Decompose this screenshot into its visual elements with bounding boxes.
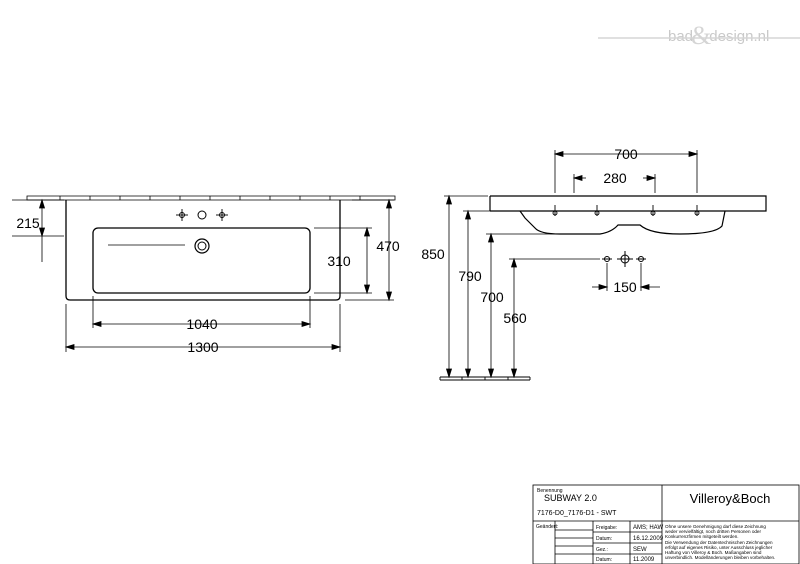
tb-brand: Villeroy&Boch [690,491,771,506]
watermark-right: design.nl [709,28,770,45]
plan-outline [65,200,341,301]
tb-notice: Ohne unsere Genehmigung darf diese Zeich… [665,524,775,560]
side-dim-790-label: 790 [458,268,482,284]
tb-notice-line: erfolgt auf eigenes Risiko, unter Aussch… [665,545,773,550]
plan-rim-ticks [59,196,361,200]
side-dim-850 [444,194,488,379]
plan-tap-hole [197,210,207,220]
side-dim-560-label: 560 [503,310,527,326]
plan-dim-310-label: 310 [327,253,351,269]
tb-label-datum1: Datum: [596,536,612,542]
tb-product-name: SUBWAY 2.0 [544,493,597,503]
plan-dim-1040 [91,296,312,328]
tb-label-gez: Gez.: [596,547,608,553]
plan-view [12,195,396,352]
tb-label-benennung: Benennung [537,488,563,494]
tb-notice-line: Die Verwendung der Datentechnischen Zeic… [665,540,773,545]
side-top [490,195,767,212]
plan-dim-470-label: 470 [376,238,400,254]
side-dim-150 [592,263,660,291]
tb-notice-line: unverbindlich. Modelländerungen bleiben … [665,555,775,560]
side-dim-700v [486,232,560,379]
tb-notice-line: Konkurrenzfirmen mitgeteilt werden. [665,534,739,539]
plan-basin [92,227,311,294]
side-dim-850-label: 850 [421,246,445,262]
tb-notice-line: Haftung von Villeroy & Boch. Maßangaben … [665,550,762,555]
tb-notice-line: weder vervielfältigt, noch dritten Perso… [665,529,761,534]
plan-waste-outer [194,238,210,254]
watermark-ampersand: & [691,21,712,50]
side-floor [439,376,531,381]
tb-label-datum2: Datum: [596,557,612,563]
tb-datum1-value: 16.12.2009 [633,536,664,542]
side-dim-280 [572,174,657,193]
plan-handle-left [176,209,188,221]
tb-gez-value: SEW [633,547,647,553]
tb-label-geaendert: Geändert: [536,524,558,530]
side-dim-790 [463,209,520,379]
plan-dim-470 [345,198,394,302]
tb-notice-line: Ohne unsere Genehmigung darf diese Zeich… [665,524,766,529]
watermark-left: bad [668,28,694,45]
tb-freigabe-value: AMS; HAW [633,525,663,531]
plan-rim [26,195,396,201]
side-dim-560 [509,257,600,379]
watermark: bad&design.nl [668,18,770,50]
tb-label-freigabe: Freigabe: [596,525,617,531]
side-bowl [519,210,726,235]
plan-waste-inner [197,241,207,251]
side-view [439,150,767,381]
side-dim-700h [553,150,699,193]
plan-dim-1300 [64,304,342,352]
side-dim-150-label: 150 [613,279,637,295]
plan-dim-215 [12,198,64,262]
tb-product-code: 7176-D0_7176-D1 - SWT [537,510,617,517]
side-dim-280-label: 280 [603,170,627,186]
title-block [532,484,800,564]
side-dim-700v-label: 700 [480,289,504,305]
plan-handle-right [216,209,228,221]
plan-dim-1300-label: 1300 [187,339,218,355]
side-tap-holes [552,205,700,216]
plan-dim-310 [314,226,372,295]
side-dim-700h-label: 700 [614,146,638,162]
tb-datum2-value: 11.2009 [633,557,655,563]
plan-dim-1040-label: 1040 [186,316,217,332]
side-waste [602,251,646,267]
plan-dim-215-label: 215 [16,215,40,231]
